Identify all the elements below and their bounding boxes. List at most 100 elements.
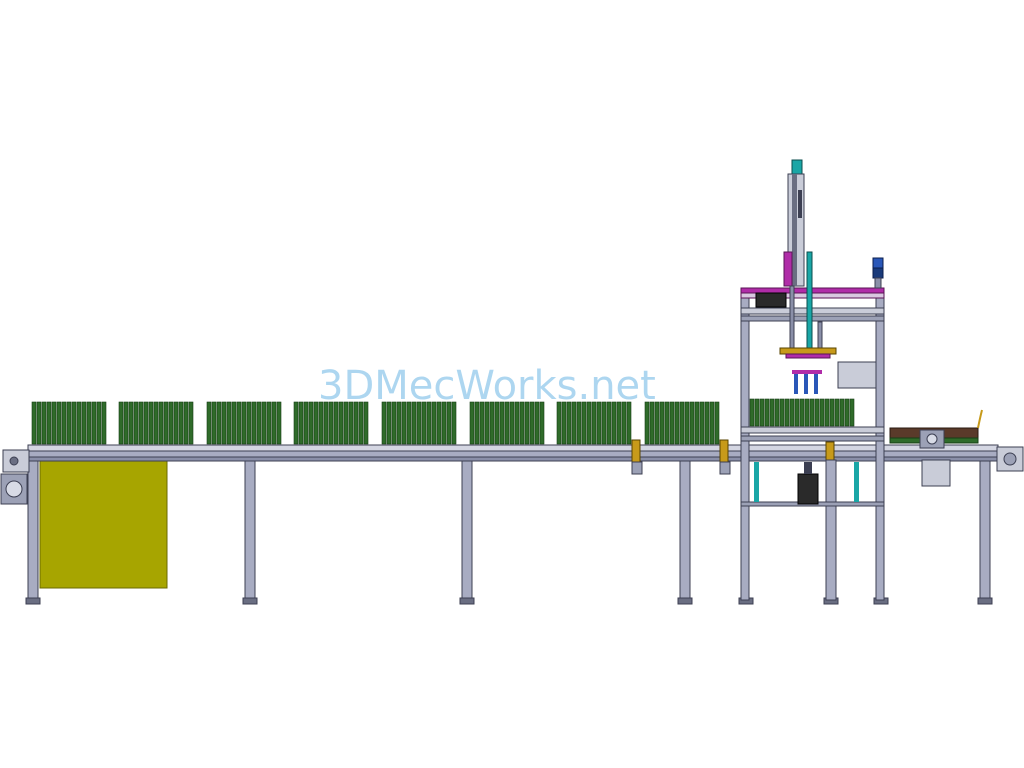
product-bar bbox=[293, 401, 299, 445]
gripper-icon bbox=[779, 347, 837, 394]
lower-rod-right bbox=[854, 462, 859, 502]
product-bar bbox=[664, 401, 670, 445]
product-bar bbox=[669, 401, 675, 445]
product-bar bbox=[714, 401, 720, 445]
product-bar bbox=[421, 401, 427, 445]
product-bar bbox=[436, 401, 442, 445]
product-bar bbox=[784, 398, 790, 427]
product-bar bbox=[759, 398, 765, 427]
product-bar bbox=[318, 401, 324, 445]
product-bar bbox=[216, 401, 222, 445]
product-bar bbox=[138, 401, 144, 445]
product-bar bbox=[261, 401, 267, 445]
product-rows bbox=[31, 398, 855, 445]
product-bar bbox=[616, 401, 622, 445]
product-bar bbox=[76, 401, 82, 445]
product-bar bbox=[271, 401, 277, 445]
product-bar bbox=[338, 401, 344, 445]
product-bar bbox=[674, 401, 680, 445]
product-bar bbox=[591, 401, 597, 445]
product-bar bbox=[173, 401, 179, 445]
product-bar bbox=[221, 401, 227, 445]
product-bar bbox=[226, 401, 232, 445]
product-bar bbox=[626, 401, 632, 445]
product-bar bbox=[849, 398, 855, 427]
product-bar bbox=[514, 401, 520, 445]
product-bar bbox=[211, 401, 217, 445]
product-bar bbox=[504, 401, 510, 445]
control-panel bbox=[39, 459, 168, 589]
product-bar bbox=[118, 401, 124, 445]
product-bar bbox=[539, 401, 545, 445]
product-bar bbox=[148, 401, 154, 445]
product-bar bbox=[611, 401, 617, 445]
product-bar bbox=[694, 401, 700, 445]
product-bar bbox=[576, 401, 582, 445]
product-bar bbox=[571, 401, 577, 445]
product-bar bbox=[61, 401, 67, 445]
product-bar bbox=[779, 398, 785, 427]
product-bar bbox=[411, 401, 417, 445]
leg bbox=[27, 460, 39, 600]
product-bar bbox=[143, 401, 149, 445]
product-bar bbox=[298, 401, 304, 445]
leg bbox=[979, 460, 991, 600]
product-bar bbox=[754, 398, 760, 427]
product-bar bbox=[81, 401, 87, 445]
product-bar bbox=[834, 398, 840, 427]
product-bar bbox=[251, 401, 257, 445]
product-bar bbox=[66, 401, 72, 445]
product-bar bbox=[158, 401, 164, 445]
roller-conveyor bbox=[889, 409, 983, 487]
product-bar bbox=[509, 401, 515, 445]
product-bar bbox=[529, 401, 535, 445]
leg bbox=[461, 460, 473, 600]
product-bar bbox=[601, 401, 607, 445]
product-bar bbox=[51, 401, 57, 445]
support-legs bbox=[25, 460, 993, 605]
product-bar bbox=[266, 401, 272, 445]
product-bar bbox=[441, 401, 447, 445]
product-bar bbox=[824, 398, 830, 427]
product-bar bbox=[621, 401, 627, 445]
product-bar bbox=[499, 401, 505, 445]
product-bar bbox=[386, 401, 392, 445]
product-bar bbox=[308, 401, 314, 445]
product-bar bbox=[839, 398, 845, 427]
leg-foot bbox=[242, 597, 258, 605]
product-bar bbox=[46, 401, 52, 445]
product-bar bbox=[644, 401, 650, 445]
product-bar bbox=[809, 398, 815, 427]
product-bar bbox=[101, 401, 107, 445]
product-bar bbox=[829, 398, 835, 427]
product-bar bbox=[96, 401, 102, 445]
leg bbox=[244, 460, 256, 600]
product-bar bbox=[844, 398, 850, 427]
product-bar bbox=[333, 401, 339, 445]
product-bar bbox=[789, 398, 795, 427]
leg-foot bbox=[977, 597, 993, 605]
product-bar bbox=[494, 401, 500, 445]
end-motor-icon bbox=[996, 446, 1024, 472]
lower-rod-left bbox=[754, 462, 759, 502]
product-bar bbox=[381, 401, 387, 445]
product-bar bbox=[479, 401, 485, 445]
product-bar bbox=[323, 401, 329, 445]
lift-cylinder bbox=[797, 462, 819, 505]
product-bar bbox=[41, 401, 47, 445]
product-bar bbox=[679, 401, 685, 445]
product-bar bbox=[699, 401, 705, 445]
leg bbox=[679, 460, 691, 600]
motor-box-icon bbox=[755, 292, 787, 308]
product-bar bbox=[566, 401, 572, 445]
product-bar bbox=[659, 401, 665, 445]
product-bar bbox=[391, 401, 397, 445]
product-bar bbox=[188, 401, 194, 445]
product-bar bbox=[416, 401, 422, 445]
product-bar bbox=[586, 401, 592, 445]
product-bar bbox=[774, 398, 780, 427]
product-bar bbox=[313, 401, 319, 445]
product-bar bbox=[519, 401, 525, 445]
leg-foot bbox=[677, 597, 693, 605]
